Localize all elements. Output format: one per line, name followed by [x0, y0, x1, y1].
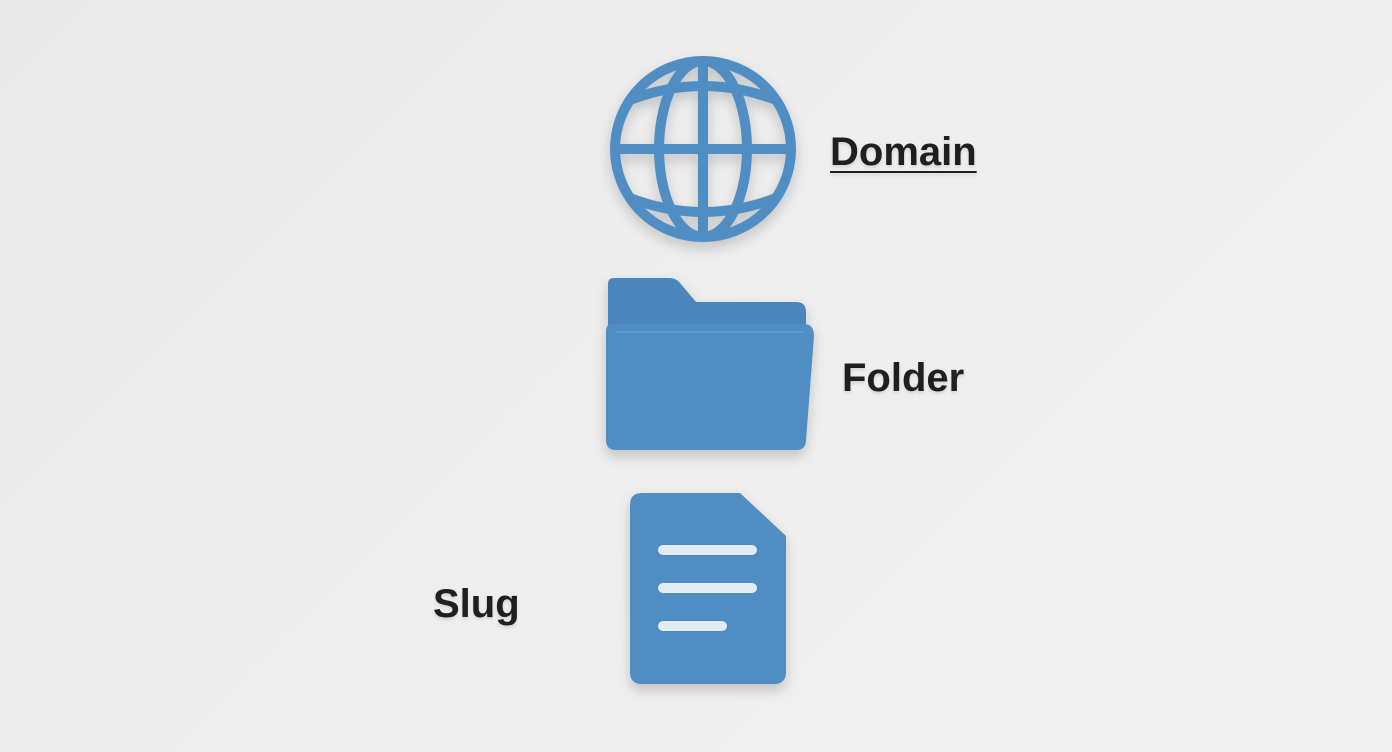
slug-label: Slug	[433, 582, 520, 626]
folder-label: Folder	[842, 356, 965, 400]
document-icon-graphic	[630, 493, 786, 684]
domain-label: Domain	[830, 130, 977, 174]
globe-icon	[606, 52, 800, 246]
document-icon	[628, 490, 790, 690]
folder-icon	[600, 274, 818, 456]
folder-icon-graphic	[606, 278, 814, 450]
globe-icon-graphic	[610, 56, 796, 242]
